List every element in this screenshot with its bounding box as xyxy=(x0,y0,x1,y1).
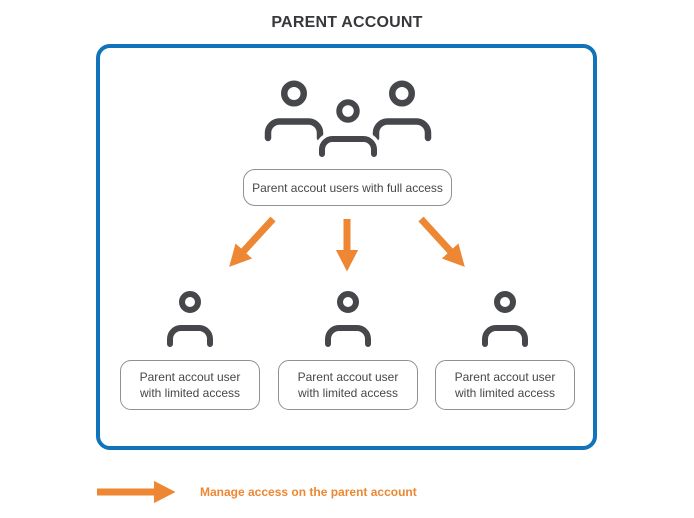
access-flow-arrows xyxy=(229,216,465,272)
down-right-arrow-icon xyxy=(418,216,465,267)
full-access-label-text: Parent accout users with full access xyxy=(252,180,443,195)
user-icon xyxy=(325,291,371,347)
diagram-title: PARENT ACCOUNT xyxy=(271,14,423,31)
limited-access-label-text: Parent accout user with limited access xyxy=(454,369,556,400)
limited-access-label: Parent accout user with limited access xyxy=(120,360,260,410)
full-access-label: Parent accout users with full access xyxy=(243,169,452,206)
down-left-arrow-icon xyxy=(229,216,276,267)
legend-arrow-icon xyxy=(97,481,176,503)
limited-access-label: Parent accout user with limited access xyxy=(435,360,575,410)
user-icon xyxy=(482,291,528,347)
user-icon xyxy=(167,291,213,347)
group-users-icon xyxy=(264,80,432,158)
limited-access-label: Parent accout user with limited access xyxy=(278,360,418,410)
limited-access-label-text: Parent accout user with limited access xyxy=(297,369,399,400)
legend-label: Manage access on the parent account xyxy=(200,485,417,499)
limited-access-label-text: Parent accout user with limited access xyxy=(139,369,241,400)
